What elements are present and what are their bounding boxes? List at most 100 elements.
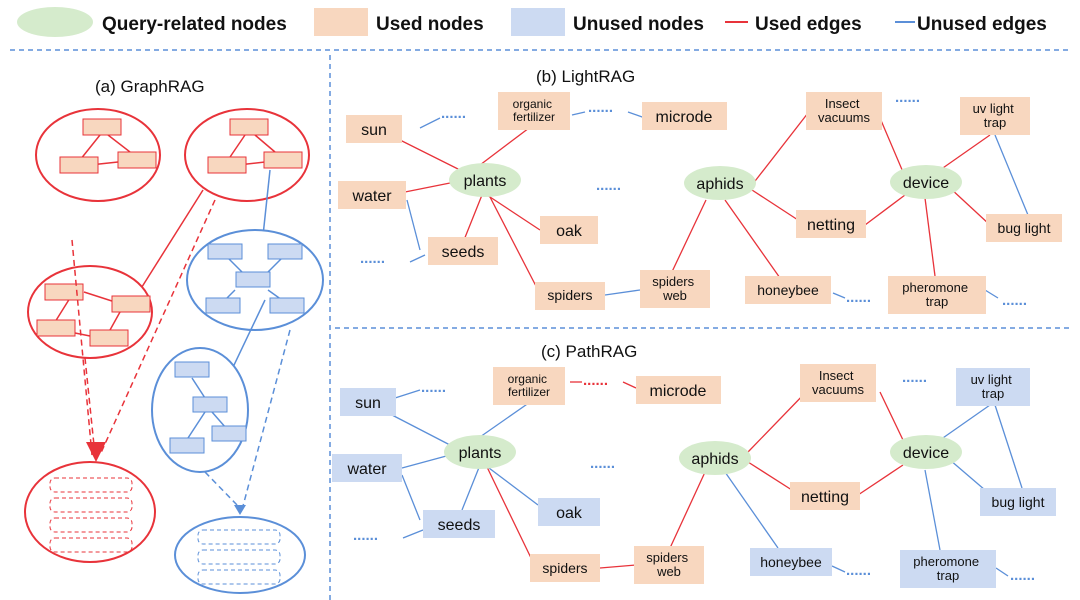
node-seeds-label: seeds: [438, 517, 481, 534]
summary-line: [49, 517, 133, 533]
ellipsis: ......: [846, 289, 871, 306]
edge: [939, 404, 991, 441]
summary-line: [49, 497, 133, 513]
node-seeds: [423, 510, 495, 538]
edge: [79, 134, 101, 161]
legend-used-node-swatch: [314, 8, 368, 36]
node-honeybee: [745, 276, 831, 304]
edge: [831, 565, 846, 573]
legend-unused-node-swatch: [511, 8, 565, 36]
panel-lightrag: (b) LightRAG ...... ...... ...... ......…: [338, 67, 1062, 314]
legend-used-edges-label: Used edges: [755, 14, 862, 35]
node-spiders: [530, 554, 600, 582]
edge: [479, 399, 534, 438]
edge: [949, 187, 991, 226]
legend-unused-edges-label: Unused edges: [917, 14, 1047, 35]
edge: [604, 289, 641, 296]
panel-pathrag: (c) PathRAG ...... ...... ...... ...... …: [332, 342, 1056, 588]
node-bug-light: [980, 488, 1056, 516]
edge: [401, 454, 451, 469]
node-uv-light-trap-label: uv light trap: [971, 372, 1016, 401]
node-oak: [540, 216, 598, 244]
edge: [724, 471, 779, 549]
panel-a-title: (a) GraphRAG: [95, 77, 205, 96]
edge: [864, 194, 906, 226]
node-plants: [449, 163, 521, 197]
node-device-label: device: [903, 175, 949, 192]
dashed-edge: [242, 329, 291, 507]
node-plants-label: plants: [464, 173, 507, 190]
node-spiders-web: [640, 270, 710, 308]
node-organic-fertilizer-label: organic fertilizer: [508, 372, 551, 399]
node-spiders-web-label: spiders web: [646, 550, 692, 579]
node-water-label: water: [351, 188, 392, 205]
node-device: [890, 165, 962, 199]
summary-line: [49, 537, 133, 553]
node-organic-fertilizer: [498, 92, 570, 130]
node-bug-light: [986, 214, 1062, 242]
node-oak-label: oak: [556, 505, 583, 522]
edge: [107, 134, 131, 153]
node-aphids-label: aphids: [691, 451, 738, 468]
ellipsis: ......: [1010, 567, 1035, 584]
node-spiders-web-label: spiders web: [652, 274, 698, 303]
ellipsis: ......: [588, 99, 613, 116]
ellipsis: ......: [902, 369, 927, 386]
node-organic-fertilizer-label: organic fertilizer: [513, 97, 556, 124]
community-red-2: [184, 108, 310, 202]
edge: [994, 134, 1029, 216]
summary-blue: [174, 516, 306, 594]
node-honeybee: [750, 548, 832, 576]
edge: [484, 464, 539, 506]
node-insect-vacuums: [800, 364, 876, 402]
node-seeds-label: seeds: [442, 244, 485, 261]
edge: [139, 189, 204, 291]
node-aphids-label: aphids: [696, 176, 743, 193]
ellipsis: ......: [441, 105, 466, 122]
edge: [391, 414, 451, 446]
node-box: [205, 297, 241, 314]
node-box: [207, 156, 247, 174]
ellipsis: ......: [846, 562, 871, 579]
edge: [924, 197, 936, 277]
edge: [394, 389, 421, 399]
node-box: [235, 271, 271, 288]
panel-b-title: (b) LightRAG: [536, 67, 635, 86]
edge: [995, 567, 1009, 577]
arrowhead-blue: [234, 505, 246, 515]
node-spiders-label: spiders: [542, 560, 587, 576]
node-box: [82, 118, 122, 136]
node-water: [338, 181, 406, 209]
edge: [402, 529, 424, 539]
ellipsis: ......: [421, 379, 446, 396]
ellipsis: ......: [353, 527, 378, 544]
node-device: [890, 435, 962, 469]
edge: [227, 134, 246, 161]
edge: [669, 199, 707, 277]
node-box: [207, 243, 243, 260]
edge: [751, 112, 809, 186]
dashed-edge: [71, 239, 93, 456]
node-water-label: water: [346, 461, 387, 478]
node-netting-label: netting: [801, 489, 849, 506]
edge: [571, 111, 586, 116]
edge: [83, 291, 116, 303]
node-microde: [636, 376, 721, 404]
node-sun: [340, 388, 396, 416]
node-organic-fertilizer: [493, 367, 565, 405]
node-box: [192, 396, 228, 413]
edge: [401, 474, 421, 521]
node-netting: [796, 210, 866, 238]
summary-line: [197, 529, 281, 545]
node-box: [36, 319, 76, 337]
node-pheromone-trap-label: pheromone trap: [902, 280, 971, 309]
dashed-edge: [204, 471, 239, 507]
dashed-edge: [84, 357, 96, 456]
panel-c-title: (c) PathRAG: [541, 342, 637, 361]
edge: [486, 194, 541, 231]
ellipsis: ......: [596, 177, 621, 194]
node-box: [111, 295, 151, 313]
node-box: [267, 243, 303, 260]
node-box: [229, 118, 269, 136]
